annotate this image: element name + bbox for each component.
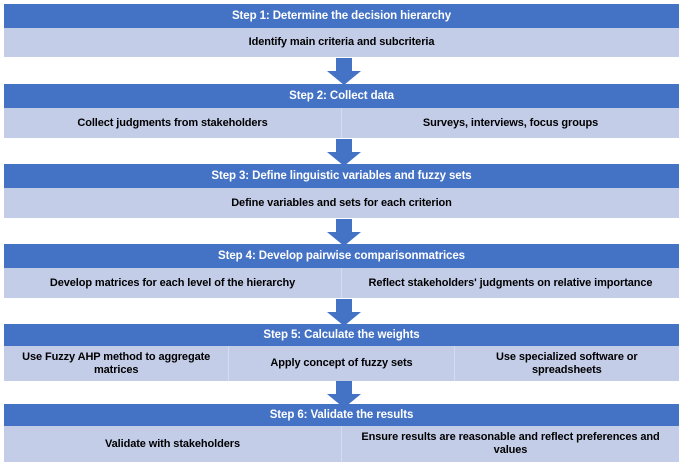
step-5-cell-3: Use specialized software or spreadsheets (453, 346, 679, 381)
step-header-2: Step 2: Collect data (4, 84, 679, 108)
step-block-2: Step 2: Collect data Collect judgments f… (4, 84, 679, 138)
step-body-3: Define variables and sets for each crite… (4, 188, 679, 218)
arrow-step1-to-step2 (327, 58, 361, 85)
step-5-cell-2: Apply concept of fuzzy sets (228, 346, 453, 381)
step-2-cell-1: Collect judgments from stakeholders (77, 116, 268, 129)
arrow-step3-to-step4 (327, 219, 361, 246)
arrow-shaft (336, 299, 352, 313)
step-5-cell-1: Use Fuzzy AHP method to aggregate matric… (22, 350, 211, 376)
step-4-cell-1: Develop matrices for each level of the h… (49, 276, 296, 289)
step-body-2: Collect judgments from stakeholders Surv… (4, 108, 679, 138)
arrow-shaft (336, 219, 352, 233)
step-block-5: Step 5: Calculate the weights Use Fuzzy … (4, 324, 679, 381)
arrow-step2-to-step3 (327, 139, 361, 166)
step-body-4: Develop matrices for each level of the h… (4, 268, 679, 298)
step-block-3: Step 3: Define linguistic variables and … (4, 164, 679, 218)
step-body-1: Identify main criteria and subcriteria (4, 28, 679, 57)
step-4-cell-2: Reflect stakeholders' judgments on relat… (341, 268, 679, 298)
arrow-head (327, 152, 361, 166)
arrow-shaft (336, 58, 352, 72)
step-header-6: Step 6: Validate the results (4, 404, 679, 426)
step-body-5: Use Fuzzy AHP method to aggregate matric… (4, 346, 679, 381)
step-2-cell-2: Surveys, interviews, focus groups (341, 108, 679, 138)
step-block-1: Step 1: Determine the decision hierarchy… (4, 4, 679, 57)
step-header-1: Step 1: Determine the decision hierarchy (4, 4, 679, 28)
arrow-shaft (336, 139, 352, 153)
step-6-cell-2: Ensure results are reasonable and reflec… (341, 426, 679, 462)
step-3-cell-1: Define variables and sets for each crite… (231, 196, 452, 209)
arrow-head (327, 232, 361, 246)
arrow-head (327, 71, 361, 85)
step-header-5: Step 5: Calculate the weights (4, 324, 679, 346)
step-header-3: Step 3: Define linguistic variables and … (4, 164, 679, 188)
step-block-6: Step 6: Validate the results Validate wi… (4, 404, 679, 462)
arrow-shaft (336, 381, 352, 395)
step-6-cell-1: Validate with stakeholders (105, 437, 240, 450)
step-header-4: Step 4: Develop pairwise comparisonmatri… (4, 244, 679, 268)
step-1-cell-1: Identify main criteria and subcriteria (248, 36, 435, 49)
arrow-step4-to-step5 (327, 299, 361, 326)
step-block-4: Step 4: Develop pairwise comparisonmatri… (4, 244, 679, 298)
arrow-head (327, 312, 361, 326)
step-body-6: Validate with stakeholders Ensure result… (4, 426, 679, 462)
